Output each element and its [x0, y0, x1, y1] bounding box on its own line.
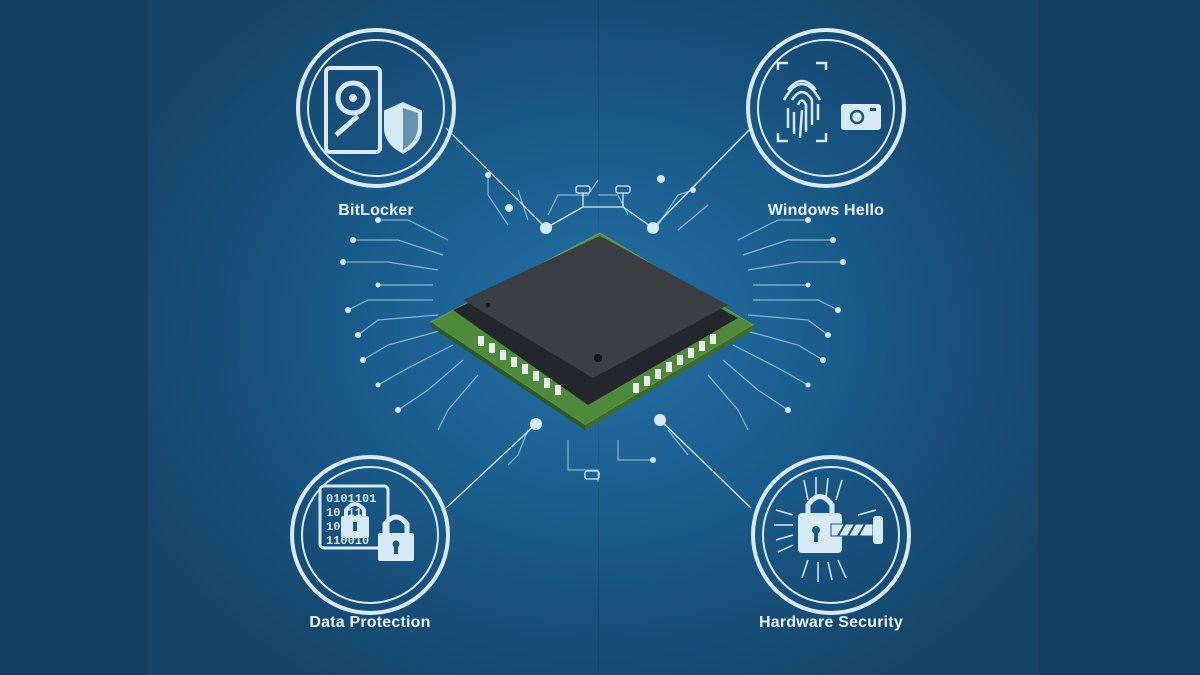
svg-text:0101101: 0101101 — [326, 492, 376, 506]
hard-drive-shield-icon — [296, 28, 456, 188]
security-illustration: 0101101 10 11 10 1 110010 — [148, 0, 1038, 675]
feature-label-bitlocker: BitLocker — [338, 202, 414, 219]
fingerprint-camera-icon — [746, 28, 906, 188]
feature-label-hardware-security: Hardware Security — [759, 614, 903, 631]
circuit-traces — [340, 127, 846, 509]
feature-label-data-protection: Data Protection — [309, 614, 431, 631]
circuit-padlock-icon — [751, 455, 911, 615]
feature-label-windows-hello: Windows Hello — [767, 202, 885, 219]
binary-padlock-icon: 0101101 10 11 10 1 110010 — [290, 455, 450, 615]
tpm-chip-icon — [430, 232, 754, 430]
